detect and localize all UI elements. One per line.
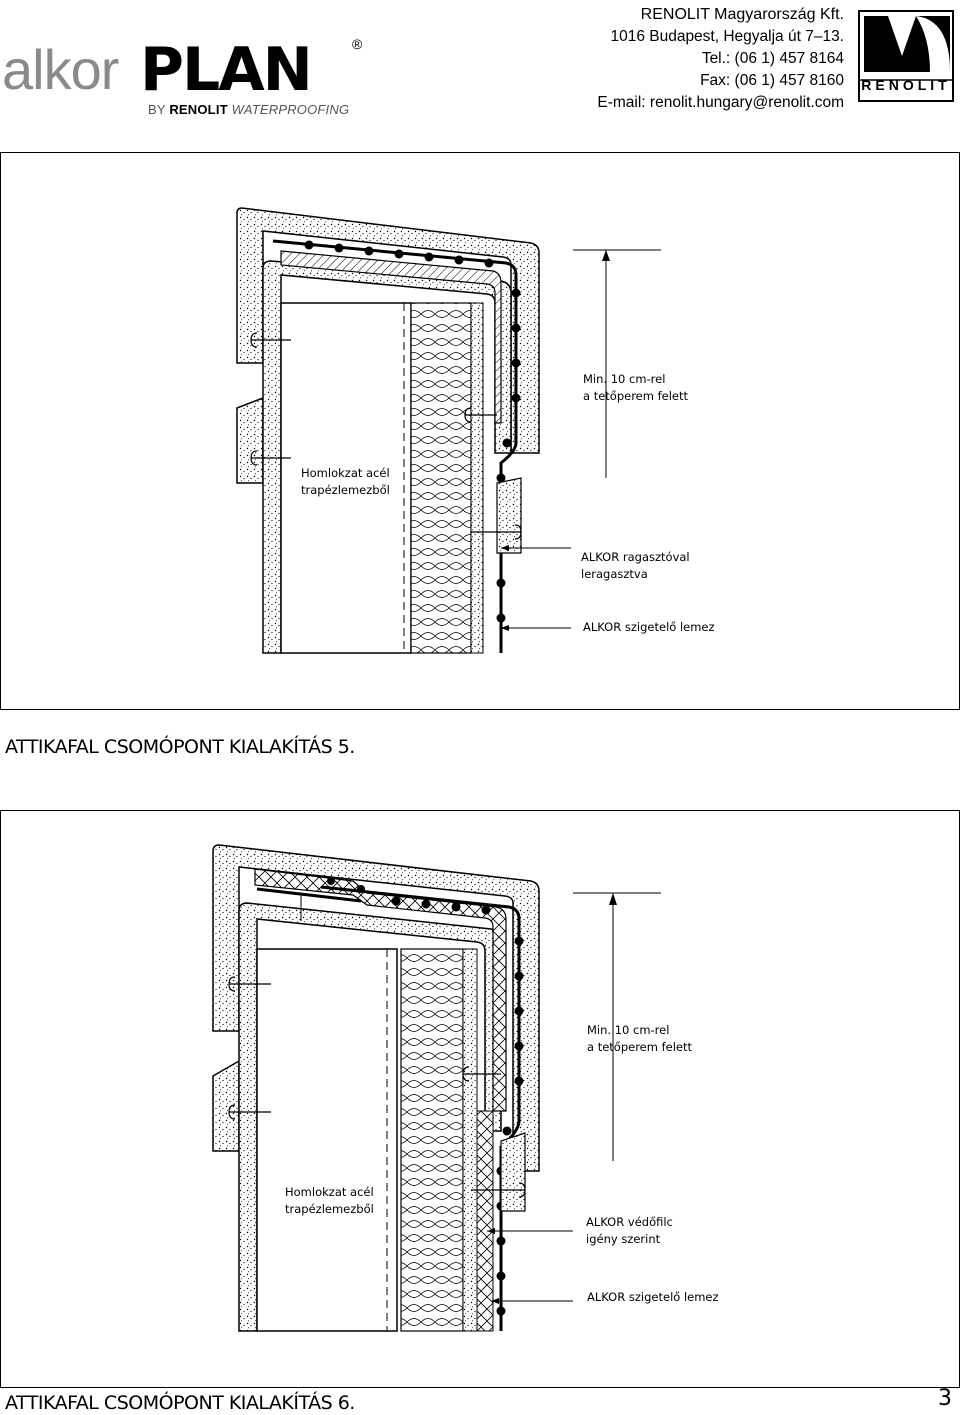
logo-byline: BY RENOLIT WATERPROOFING <box>148 102 349 117</box>
note-min-height: Min. 10 cm-rel a tetőperem felett <box>583 371 688 405</box>
note-membrane: ALKOR szigetelő lemez <box>583 620 715 634</box>
note-glued: ALKOR ragasztóval leragasztva <box>581 549 690 583</box>
renolit-logo-text: RENOLIT <box>861 77 951 93</box>
company-address: 1016 Budapest, Hegyalja út 7–13. <box>610 28 844 45</box>
note-line: igény szerint <box>586 1232 661 1246</box>
note-line: ALKOR ragasztóval <box>581 550 690 564</box>
note-min-height: Min. 10 cm-rel a tetőperem felett <box>587 1022 692 1056</box>
company-email: E-mail: renolit.hungary@renolit.com <box>597 94 844 111</box>
note-line: leragasztva <box>581 567 648 581</box>
drawing-frame-2: Min. 10 cm-rel a tetőperem felett Homlok… <box>0 810 960 1388</box>
note-fleece: ALKOR védőfilc igény szerint <box>586 1214 673 1248</box>
logo-alkor-text: alkor <box>2 38 119 101</box>
note-line: Homlokzat acél <box>285 1185 374 1199</box>
company-fax: Fax: (06 1) 457 8160 <box>700 72 844 89</box>
note-line: Min. 10 cm-rel <box>583 372 666 386</box>
caption-figure-6: ATTIKAFAL CSOMÓPONT KIALAKÍTÁS 6. <box>5 1392 355 1414</box>
note-facade: Homlokzat acél trapézlemezből <box>301 465 390 499</box>
note-facade: Homlokzat acél trapézlemezből <box>285 1184 374 1218</box>
logo-by: BY <box>148 102 166 117</box>
note-line: a tetőperem felett <box>587 1040 693 1054</box>
note-line: Homlokzat acél <box>301 466 390 480</box>
parapet-detail-drawing-5 <box>236 207 661 654</box>
note-line: ALKOR védőfilc <box>586 1215 673 1229</box>
logo-plan-text: PLAN <box>140 35 313 105</box>
alkorplan-logo: alkor PLAN ® BY RENOLIT WATERPROOFING <box>0 14 363 117</box>
note-line: Min. 10 cm-rel <box>587 1023 670 1037</box>
contact-block: RENOLIT Magyarország Kft. 1016 Budapest,… <box>597 4 844 114</box>
note-line: trapézlemezből <box>301 483 390 497</box>
logo-by-suffix: WATERPROOFING <box>231 102 350 117</box>
company-name: RENOLIT Magyarország Kft. <box>640 6 844 23</box>
registered-mark: ® <box>352 36 363 52</box>
renolit-logo-icon <box>858 10 954 102</box>
page-number: 3 <box>938 1386 952 1411</box>
drawing-frame-1: Min. 10 cm-rel a tetőperem felett Homlok… <box>0 152 960 710</box>
note-membrane: ALKOR szigetelő lemez <box>587 1290 719 1304</box>
logo-by-brand: RENOLIT <box>169 102 228 117</box>
company-phone: Tel.: (06 1) 457 8164 <box>701 50 844 67</box>
note-line: trapézlemezből <box>285 1202 374 1216</box>
caption-figure-5: ATTIKAFAL CSOMÓPONT KIALAKÍTÁS 5. <box>5 736 355 758</box>
parapet-detail-drawing-6 <box>212 844 661 1332</box>
note-line: a tetőperem felett <box>583 389 689 403</box>
